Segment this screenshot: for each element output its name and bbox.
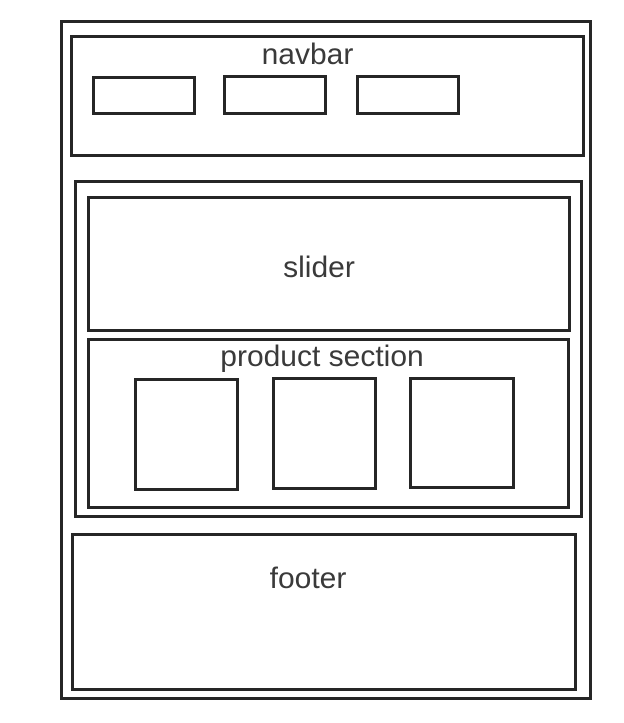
navbar-item-3 [356, 75, 460, 115]
product-section-label: product section [220, 340, 424, 373]
footer-label: footer [269, 562, 347, 595]
product-card-1 [134, 378, 239, 491]
slider-box [87, 196, 571, 332]
slider-label: slider [283, 251, 355, 284]
product-card-2 [272, 377, 377, 490]
navbar-item-1 [92, 76, 196, 115]
navbar-label: navbar [261, 38, 354, 71]
product-section-box [87, 338, 570, 509]
navbar-item-2 [223, 75, 327, 115]
product-card-3 [409, 377, 515, 489]
footer-box [71, 533, 577, 691]
main-content-box [74, 180, 583, 518]
page-frame [60, 20, 592, 700]
navbar-box [70, 35, 585, 157]
